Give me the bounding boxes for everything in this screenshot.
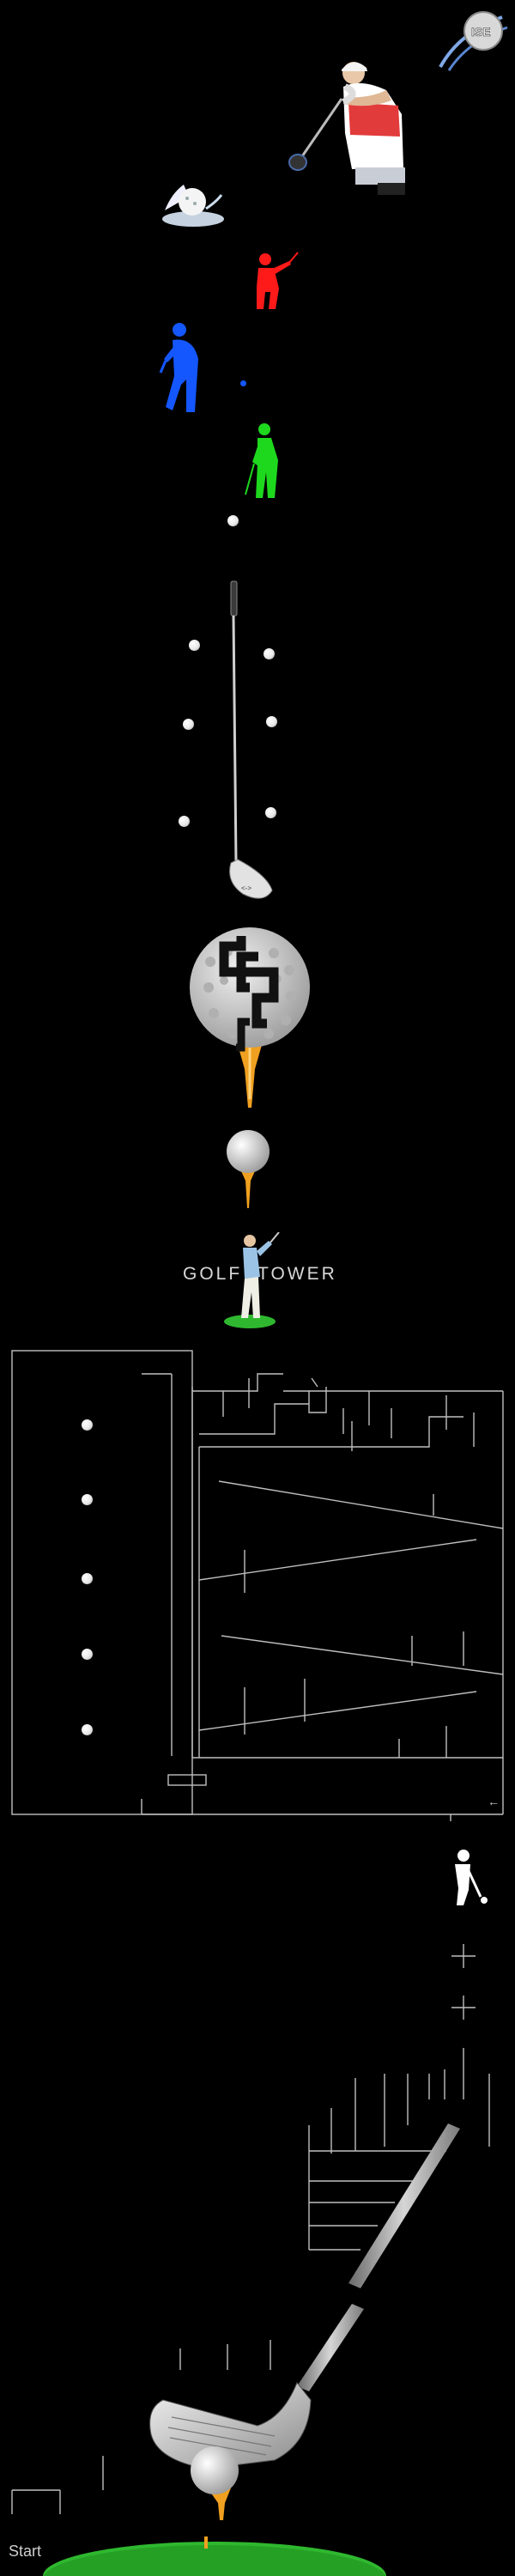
red-golfer-silhouette bbox=[257, 252, 299, 309]
golf-ball[interactable] bbox=[179, 816, 190, 827]
golf-ball[interactable] bbox=[82, 1724, 93, 1735]
tower-maze-level bbox=[11, 1350, 504, 1821]
left-arrow-icon[interactable]: ← bbox=[488, 1795, 500, 1808]
ledge-plate bbox=[167, 1774, 207, 1786]
left-shaft-wall bbox=[11, 1350, 193, 1815]
golf-ball[interactable] bbox=[266, 716, 277, 727]
maze-ball-on-tee-icon bbox=[190, 927, 310, 1108]
golf-ball[interactable] bbox=[264, 648, 275, 659]
pro-golfer-figure bbox=[288, 62, 405, 195]
driver-club-icon: <-> bbox=[229, 580, 273, 899]
golfer-putting-icon[interactable] bbox=[438, 1849, 491, 1911]
crosshair-icon[interactable] bbox=[451, 1943, 476, 1969]
golf-ball[interactable] bbox=[189, 640, 200, 651]
svg-text:<->: <-> bbox=[241, 884, 251, 892]
golf-ball[interactable] bbox=[82, 1494, 93, 1505]
golf-ball[interactable] bbox=[82, 1649, 93, 1660]
title-tower: TOWER bbox=[258, 1264, 337, 1284]
title-golfer-figure bbox=[224, 1232, 280, 1328]
crosshair-icon[interactable] bbox=[451, 1995, 476, 2020]
green-golfer-silhouette bbox=[245, 423, 278, 498]
start-label[interactable]: Start bbox=[9, 2543, 42, 2560]
golf-ball[interactable] bbox=[82, 1573, 93, 1584]
ball-splash-icon bbox=[162, 185, 224, 227]
golf-ball[interactable] bbox=[265, 807, 276, 818]
blue-golfer-silhouette bbox=[159, 323, 198, 412]
lower-platform-level bbox=[11, 2048, 490, 2514]
fairway-ground bbox=[43, 2537, 386, 2576]
brand-badge-text: ISE bbox=[471, 25, 491, 39]
golf-ball[interactable] bbox=[227, 515, 239, 526]
brand-badge-icon: ISE bbox=[439, 11, 508, 71]
title-golf: GOLF bbox=[183, 1264, 243, 1284]
iron-club-icon bbox=[149, 2123, 460, 2520]
blue-ball bbox=[240, 380, 246, 386]
golf-ball[interactable] bbox=[183, 719, 194, 730]
golf-ball[interactable] bbox=[82, 1419, 93, 1431]
ball-on-tee-icon bbox=[227, 1130, 270, 1208]
